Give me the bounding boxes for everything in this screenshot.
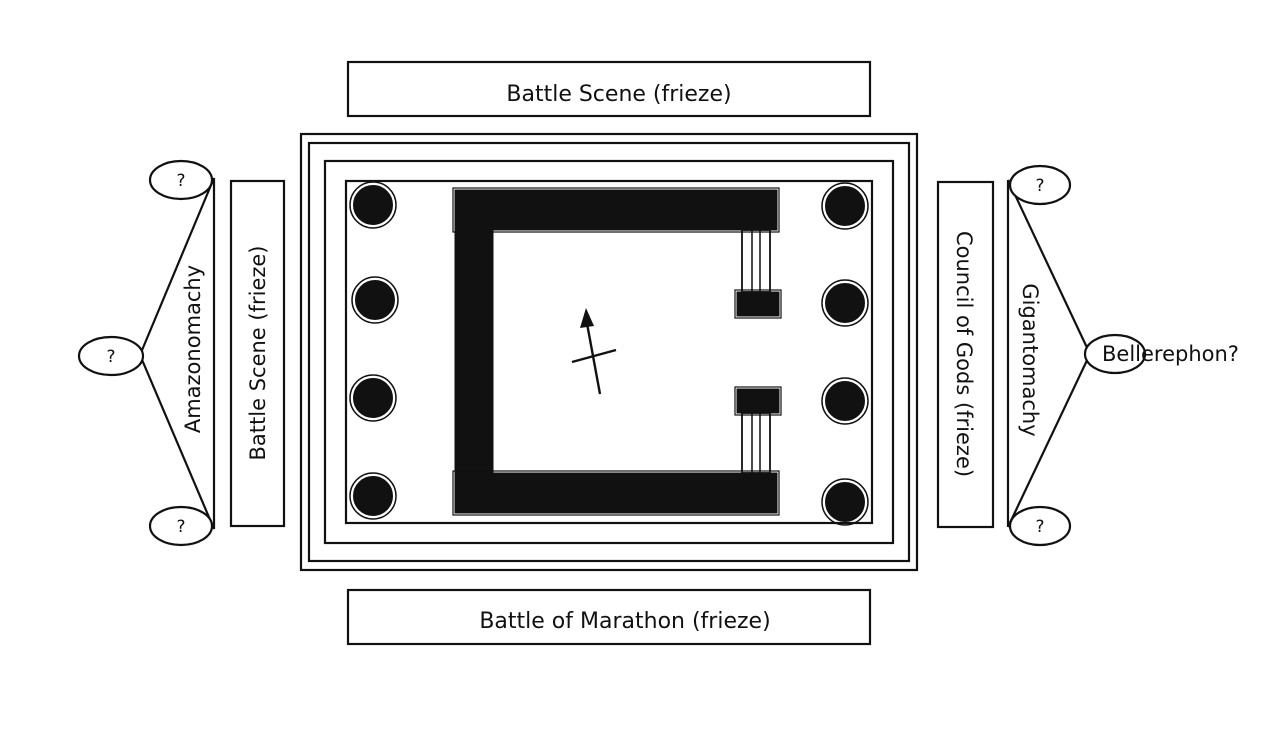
east-frieze: Council of Gods (frieze): [936, 180, 995, 529]
column: [349, 181, 397, 229]
north-frieze: Battle Scene (frieze): [346, 60, 872, 118]
svg-text:?: ?: [176, 171, 185, 191]
east-frieze-label: Council of Gods (frieze): [952, 231, 976, 477]
cella: [452, 187, 782, 516]
pediment-figure: ?: [1008, 505, 1072, 547]
column: [821, 377, 869, 425]
north-arrow-icon: [571, 308, 617, 395]
west-pediment-label: Amazonomachy: [181, 265, 205, 433]
north-frieze-label: Battle Scene (frieze): [506, 82, 731, 107]
east-pediment: Gigantomachy ? Bellerephon? ?: [1006, 164, 1239, 547]
column: [349, 374, 397, 422]
pediment-figure: ?: [148, 505, 214, 547]
columns: [349, 181, 869, 526]
svg-text:?: ?: [1035, 176, 1044, 196]
svg-text:?: ?: [1035, 517, 1044, 537]
pediment-figure: ?: [77, 335, 145, 377]
pediment-figure: ?: [1008, 164, 1072, 206]
pediment-figure: Bellerephon?: [1083, 333, 1239, 375]
temple-platform: [299, 132, 919, 572]
svg-text:?: ?: [106, 347, 115, 367]
column: [821, 182, 869, 230]
west-frieze-label: Battle Scene (frieze): [246, 246, 270, 461]
column: [821, 478, 869, 526]
east-pediment-label: Gigantomachy: [1018, 283, 1042, 436]
column: [821, 279, 869, 327]
column: [351, 276, 399, 324]
column: [349, 472, 397, 520]
svg-text:Bellerephon?: Bellerephon?: [1102, 342, 1239, 366]
svg-text:?: ?: [176, 517, 185, 537]
west-pediment: Amazonomachy ? ? ?: [77, 159, 216, 547]
pediment-figure: ?: [148, 159, 214, 201]
south-frieze-label: Battle of Marathon (frieze): [479, 609, 770, 634]
south-frieze: Battle of Marathon (frieze): [346, 588, 872, 646]
west-frieze: Battle Scene (frieze): [229, 179, 286, 528]
